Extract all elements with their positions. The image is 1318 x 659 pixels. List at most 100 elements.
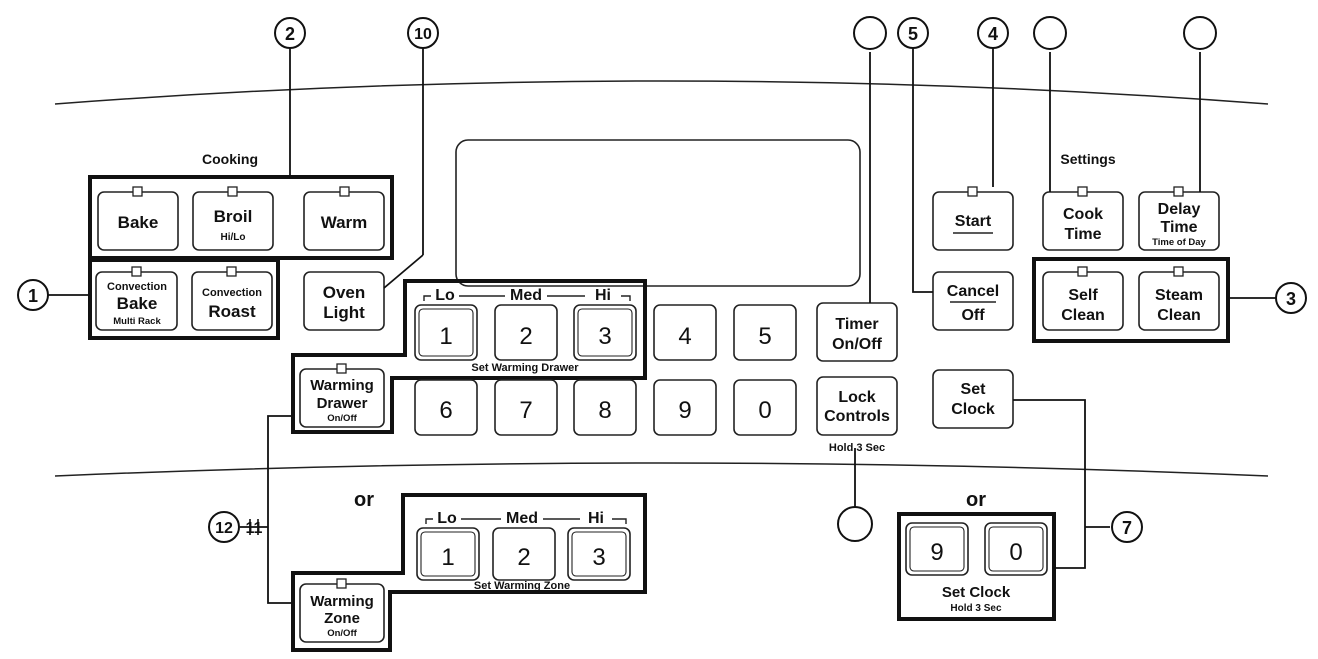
keypad-5-label: 5 — [758, 323, 771, 350]
keypad-7-button[interactable]: 7 — [494, 379, 558, 436]
svg-text:10: 10 — [414, 26, 432, 43]
zone-lo-label: Lo — [437, 510, 457, 527]
steam-clean-label-line1: Steam — [1155, 287, 1203, 304]
clean-group-outline — [1032, 257, 1230, 343]
warming-zone-label-line2: Zone — [324, 610, 360, 627]
keypad-0-label: 0 — [758, 397, 771, 424]
keypad-0-button[interactable]: 0 — [733, 379, 797, 436]
lock-controls-label-line1: Lock — [838, 389, 875, 406]
keypad-6-label: 6 — [439, 397, 452, 424]
warming-drawer-indicator-light — [336, 363, 347, 374]
cancel-button[interactable]: Cancel Off — [932, 271, 1014, 331]
zone-2-button[interactable]: 2 — [492, 527, 556, 581]
self-clean-label-line1: Self — [1068, 287, 1098, 304]
steam-clean-button[interactable]: Steam Clean — [1138, 266, 1220, 331]
set-clock-group-outline — [897, 512, 1056, 621]
delay-time-sublabel: Time of Day — [1152, 237, 1206, 248]
leader-7 — [1013, 399, 1110, 569]
timer-label-line1: Timer — [835, 316, 878, 333]
cook-time-button[interactable]: Cook Time — [1042, 186, 1124, 251]
delay-time-label-line1: Delay — [1158, 201, 1201, 218]
warm-label: Warm — [321, 213, 368, 232]
display-window — [455, 139, 861, 287]
leader-warming — [267, 415, 293, 604]
bake-label: Bake — [118, 213, 159, 232]
convection-roast-top-label: Convection — [202, 287, 262, 299]
convection-bake-label: Bake — [117, 294, 158, 313]
drawer-hi-label: Hi — [595, 287, 611, 304]
keypad-3-button[interactable]: 3 — [573, 304, 637, 361]
svg-text:5: 5 — [908, 24, 918, 44]
drawer-lo-label: Lo — [435, 287, 455, 304]
zone-med-label: Med — [506, 510, 538, 527]
warming-zone-label-line1: Warming — [310, 593, 374, 610]
set-clock-button[interactable]: Set Clock — [932, 369, 1014, 429]
oven-light-label-line2: Light — [323, 303, 365, 322]
clock-0-button[interactable]: 0 — [984, 522, 1048, 576]
set-clock-label-line1: Set — [961, 381, 987, 398]
warming-drawer-sublabel: On/Off — [327, 413, 357, 424]
bake-button[interactable]: Bake — [97, 186, 179, 251]
keypad-9-button[interactable]: 9 — [653, 379, 717, 436]
convection-roast-indicator-light — [226, 266, 237, 277]
start-indicator-light — [967, 186, 978, 197]
self-clean-label-line2: Clean — [1061, 307, 1105, 324]
cook-time-label-line2: Time — [1064, 226, 1101, 243]
broil-button[interactable]: Broil Hi/Lo — [192, 186, 274, 251]
callout-7: 7 — [1111, 511, 1143, 543]
panel-top-edge — [54, 80, 1269, 105]
warm-button[interactable]: Warm — [303, 186, 385, 251]
start-label: Start — [955, 213, 992, 230]
keypad-1-label: 1 — [439, 323, 452, 350]
svg-text:2: 2 — [285, 24, 295, 44]
svg-text:1: 1 — [28, 286, 38, 306]
broil-sublabel: Hi/Lo — [221, 232, 246, 243]
svg-text:4: 4 — [988, 24, 998, 44]
clock-0-label: 0 — [1009, 539, 1022, 566]
convection-roast-button[interactable]: Convection Roast — [191, 266, 273, 331]
clock-9-button[interactable]: 9 — [905, 522, 969, 576]
oven-light-button[interactable]: Oven Light — [303, 271, 385, 331]
lock-controls-button[interactable]: Lock Controls — [816, 376, 898, 436]
set-clock-alt-label: Set Clock — [942, 584, 1011, 601]
keypad-6-button[interactable]: 6 — [414, 379, 478, 436]
set-clock-label-line2: Clock — [951, 401, 995, 418]
cook-time-label-line1: Cook — [1063, 206, 1103, 223]
timer-button[interactable]: Timer On/Off — [816, 302, 898, 362]
keypad-9-label: 9 — [678, 397, 691, 424]
cook-time-indicator-light — [1077, 186, 1088, 197]
keypad-4-button[interactable]: 4 — [653, 304, 717, 361]
keypad-3-label: 3 — [598, 323, 611, 350]
callout-12: 12 — [208, 511, 240, 543]
warming-zone-button[interactable]: Warming Zone On/Off — [299, 578, 385, 643]
keypad-1-button[interactable]: 1 — [414, 304, 478, 361]
cancel-label: Cancel — [947, 283, 999, 300]
zone-1-button[interactable]: 1 — [416, 527, 480, 581]
self-clean-button[interactable]: Self Clean — [1042, 266, 1124, 331]
set-warming-zone-label: Set Warming Zone — [474, 580, 570, 592]
leader-10b — [383, 254, 424, 289]
svg-text:7: 7 — [1122, 518, 1132, 538]
or-label-left: or — [354, 489, 374, 511]
leader-5 — [912, 48, 933, 293]
drawer-med-label: Med — [510, 287, 542, 304]
steam-clean-label-line2: Clean — [1157, 307, 1201, 324]
off-label: Off — [961, 307, 985, 324]
keypad-2-button[interactable]: 2 — [494, 304, 558, 361]
clock-9-label: 9 — [930, 539, 943, 566]
callout-10: 10 — [407, 17, 439, 49]
zone-1-label: 1 — [441, 544, 454, 571]
keypad-8-button[interactable]: 8 — [573, 379, 637, 436]
delay-time-button[interactable]: Delay Time Time of Day — [1138, 186, 1220, 251]
keypad-4-label: 4 — [678, 323, 691, 350]
warming-drawer-button[interactable]: Warming Drawer On/Off — [299, 363, 385, 428]
start-button[interactable]: Start — [932, 186, 1014, 251]
zone-3-button[interactable]: 3 — [567, 527, 631, 581]
convection-bake-button[interactable]: Convection Bake Multi Rack — [95, 266, 178, 331]
keypad-5-button[interactable]: 5 — [733, 304, 797, 361]
timer-label-line2: On/Off — [832, 336, 882, 353]
svg-text:3: 3 — [1286, 289, 1296, 309]
delay-time-indicator-light — [1173, 186, 1184, 197]
zone-bracket — [425, 518, 627, 524]
